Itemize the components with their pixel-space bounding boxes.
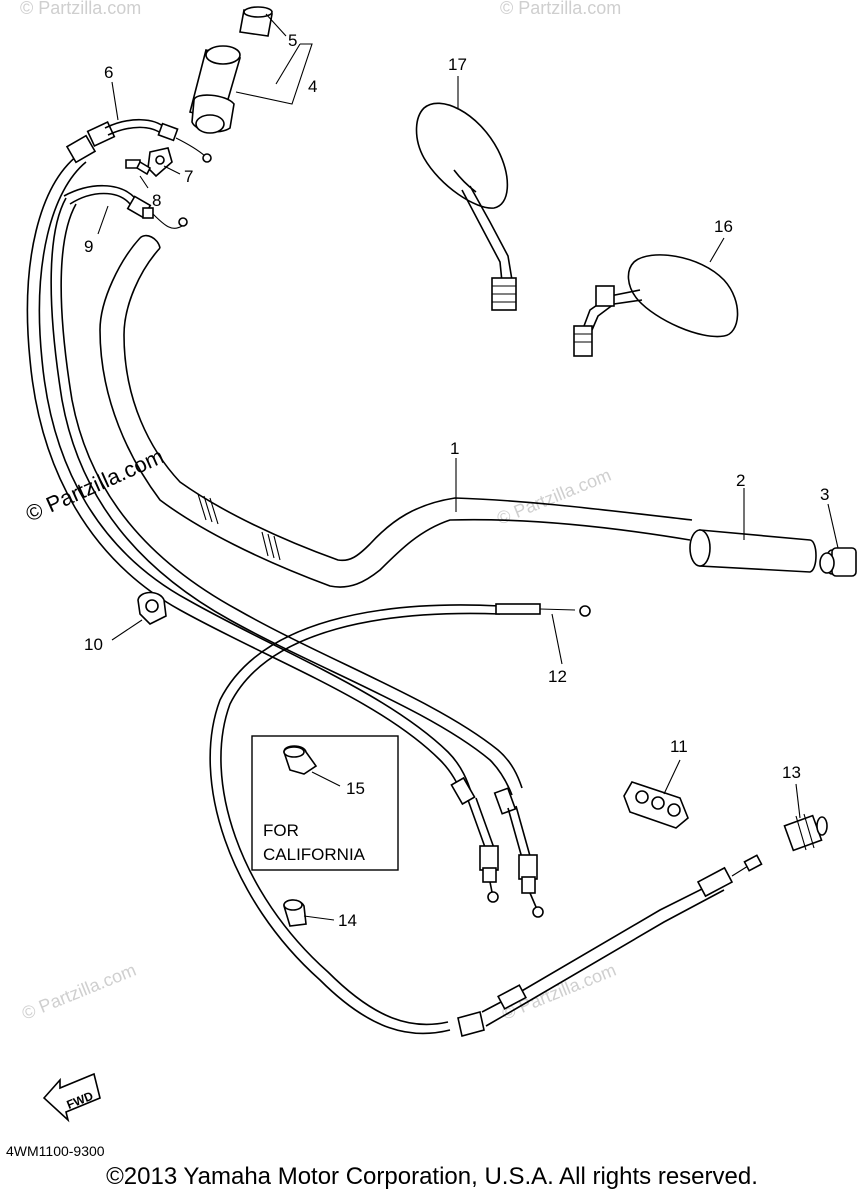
- switch-holder: [137, 591, 167, 625]
- part-label-15: 15: [346, 779, 365, 798]
- california-box: FOR CALIFORNIA: [251, 735, 399, 871]
- throttle-grip: [189, 6, 273, 134]
- leader-lines: [97, 13, 839, 921]
- watermark-main: © Partzilla.com: [22, 443, 168, 526]
- part-label-2: 2: [736, 471, 745, 490]
- part-label-10: 10: [84, 635, 103, 654]
- california-note-line1: FOR: [263, 821, 299, 840]
- part-label-12: 12: [548, 667, 567, 686]
- part-label-11: 11: [670, 737, 688, 756]
- cable-adjuster: [783, 813, 828, 852]
- part-label-4: 4: [308, 77, 317, 96]
- watermark-bottom-left: © Partzilla.com: [19, 960, 139, 1024]
- part-label-16: 16: [714, 217, 733, 236]
- watermark-top-left: © Partzilla.com: [20, 0, 141, 18]
- part-label-3: 3: [820, 485, 829, 504]
- part-label-6: 6: [104, 63, 113, 82]
- throttle-cables: [26, 118, 544, 918]
- copyright-notice: ©2013 Yamaha Motor Corporation, U.S.A. A…: [106, 1163, 758, 1190]
- watermark-top-mid: © Partzilla.com: [500, 0, 621, 18]
- part-label-8: 8: [152, 191, 161, 210]
- cable-clamp: [623, 781, 689, 829]
- part-label-17: 17: [448, 55, 467, 74]
- part-labels: 5 4 6 7 8 9 17 16 1 2 3 10 12 11 13 15 1…: [84, 31, 829, 930]
- part-label-7: 7: [184, 167, 193, 186]
- clutch-cable: [209, 603, 763, 1037]
- mirror-left: [415, 102, 517, 311]
- diagram-code: 4WM1100-9300: [6, 1143, 105, 1159]
- california-note-line2: CALIFORNIA: [263, 845, 366, 864]
- watermark-mid-right: © Partzilla.com: [494, 465, 614, 529]
- part-label-14: 14: [338, 911, 357, 930]
- cable-bracket: [125, 147, 173, 178]
- cable-clip: [283, 899, 307, 927]
- fwd-arrow: FWD: [42, 1072, 101, 1123]
- part-label-5: 5: [288, 31, 297, 50]
- handlebar: [99, 234, 693, 588]
- grip-assembly: [689, 529, 857, 577]
- part-label-1: 1: [450, 439, 459, 458]
- mirror-right: [573, 254, 739, 357]
- part-label-9: 9: [84, 237, 93, 256]
- part-label-13: 13: [782, 763, 801, 782]
